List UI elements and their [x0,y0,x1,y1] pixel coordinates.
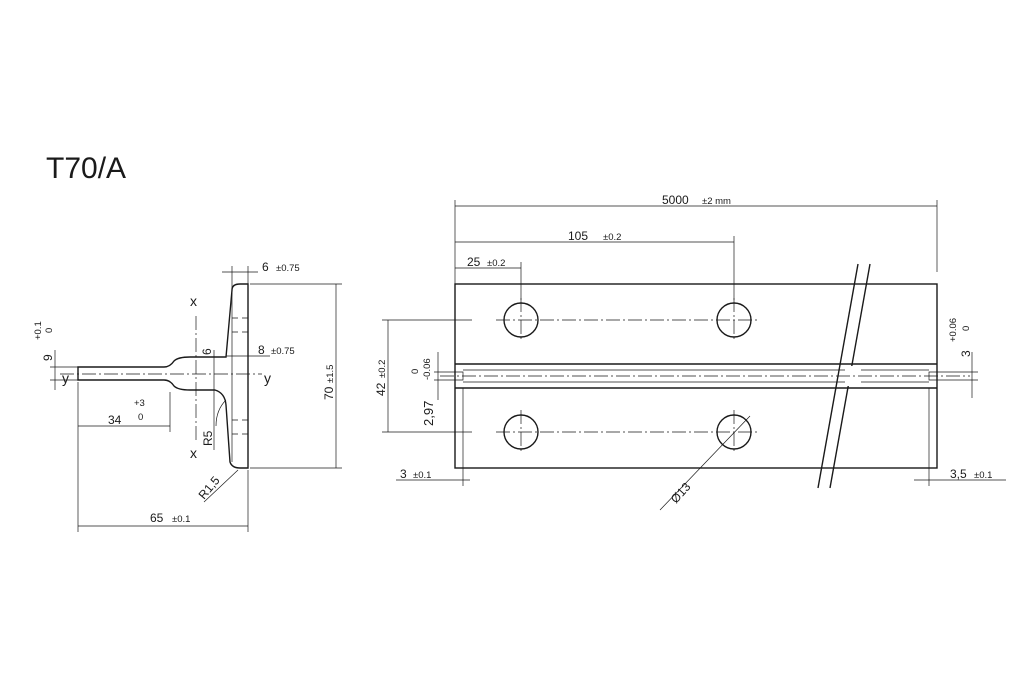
dim-web-thickness-tol: ±0.75 [271,346,295,357]
dim-105: 105 [568,229,588,243]
dim-3-right: 3 [959,350,973,357]
profile-view: x x y y 6 ±0.75 8 ±0.75 6 70 ±1.5 9 +0.1… [33,260,342,532]
dim-65-tol: ±0.1 [172,514,190,525]
dim-foot-tol-minus: 0 [44,328,55,333]
dim-297-tol-minus: -0.06 [422,358,433,380]
side-view: 5000 ±2 mm 105 ±0.2 25 ±0.2 42 ±0.2 2,97… [374,193,1006,511]
dim-34-tol-plus: +3 [134,398,145,409]
dim-length: 5000 [662,193,689,207]
axis-x-top-label: x [190,293,197,309]
dim-r15: R1,5 [196,473,223,502]
dim-35-tol: ±0.1 [974,470,992,481]
hole-diameter-leader [659,415,751,511]
profile-outline [77,283,249,469]
dim-297-tol-plus: 0 [410,369,421,374]
dim-297: 2,97 [421,401,436,426]
dim-blade-height-tol: ±1.5 [325,365,336,383]
dim-25: 25 [467,255,481,269]
dim-3-right-tol-minus: 0 [961,326,972,331]
dim-34-tol-minus: 0 [138,412,143,423]
dim-3-left: 3 [400,467,407,481]
dim-length-tol: ±2 mm [702,196,731,207]
dim-25-tol: ±0.2 [487,258,505,269]
drawing-title: T70/A [46,152,126,185]
dim-head-thickness: 6 [262,260,269,274]
dim-35: 3,5 [950,467,967,481]
dim-105-tol: ±0.2 [603,232,621,243]
dim-42: 42 [374,382,388,396]
dim-34: 34 [108,413,122,427]
axis-y-right-label: y [264,370,271,386]
dim-head-thickness-tol: ±0.75 [276,263,300,274]
dim-3-left-tol: ±0.1 [413,470,431,481]
dim-42-tol: ±0.2 [377,360,388,378]
dim-web-thickness: 8 [258,343,265,357]
dim-foot: 9 [41,354,55,361]
dim-3-right-tol-plus: +0.06 [948,318,959,342]
dim-hole: Ø13 [668,480,694,506]
dim-blade-height: 70 [322,386,336,400]
dim-r5: R5 [201,430,215,446]
dim-web-inner: 6 [200,348,214,355]
r15-leader [203,469,239,503]
axis-y-left-label: y [62,370,69,386]
dim-foot-tol-plus: +0.1 [33,321,44,340]
axis-x-bottom-label: x [190,445,197,461]
dim-65: 65 [150,511,164,525]
